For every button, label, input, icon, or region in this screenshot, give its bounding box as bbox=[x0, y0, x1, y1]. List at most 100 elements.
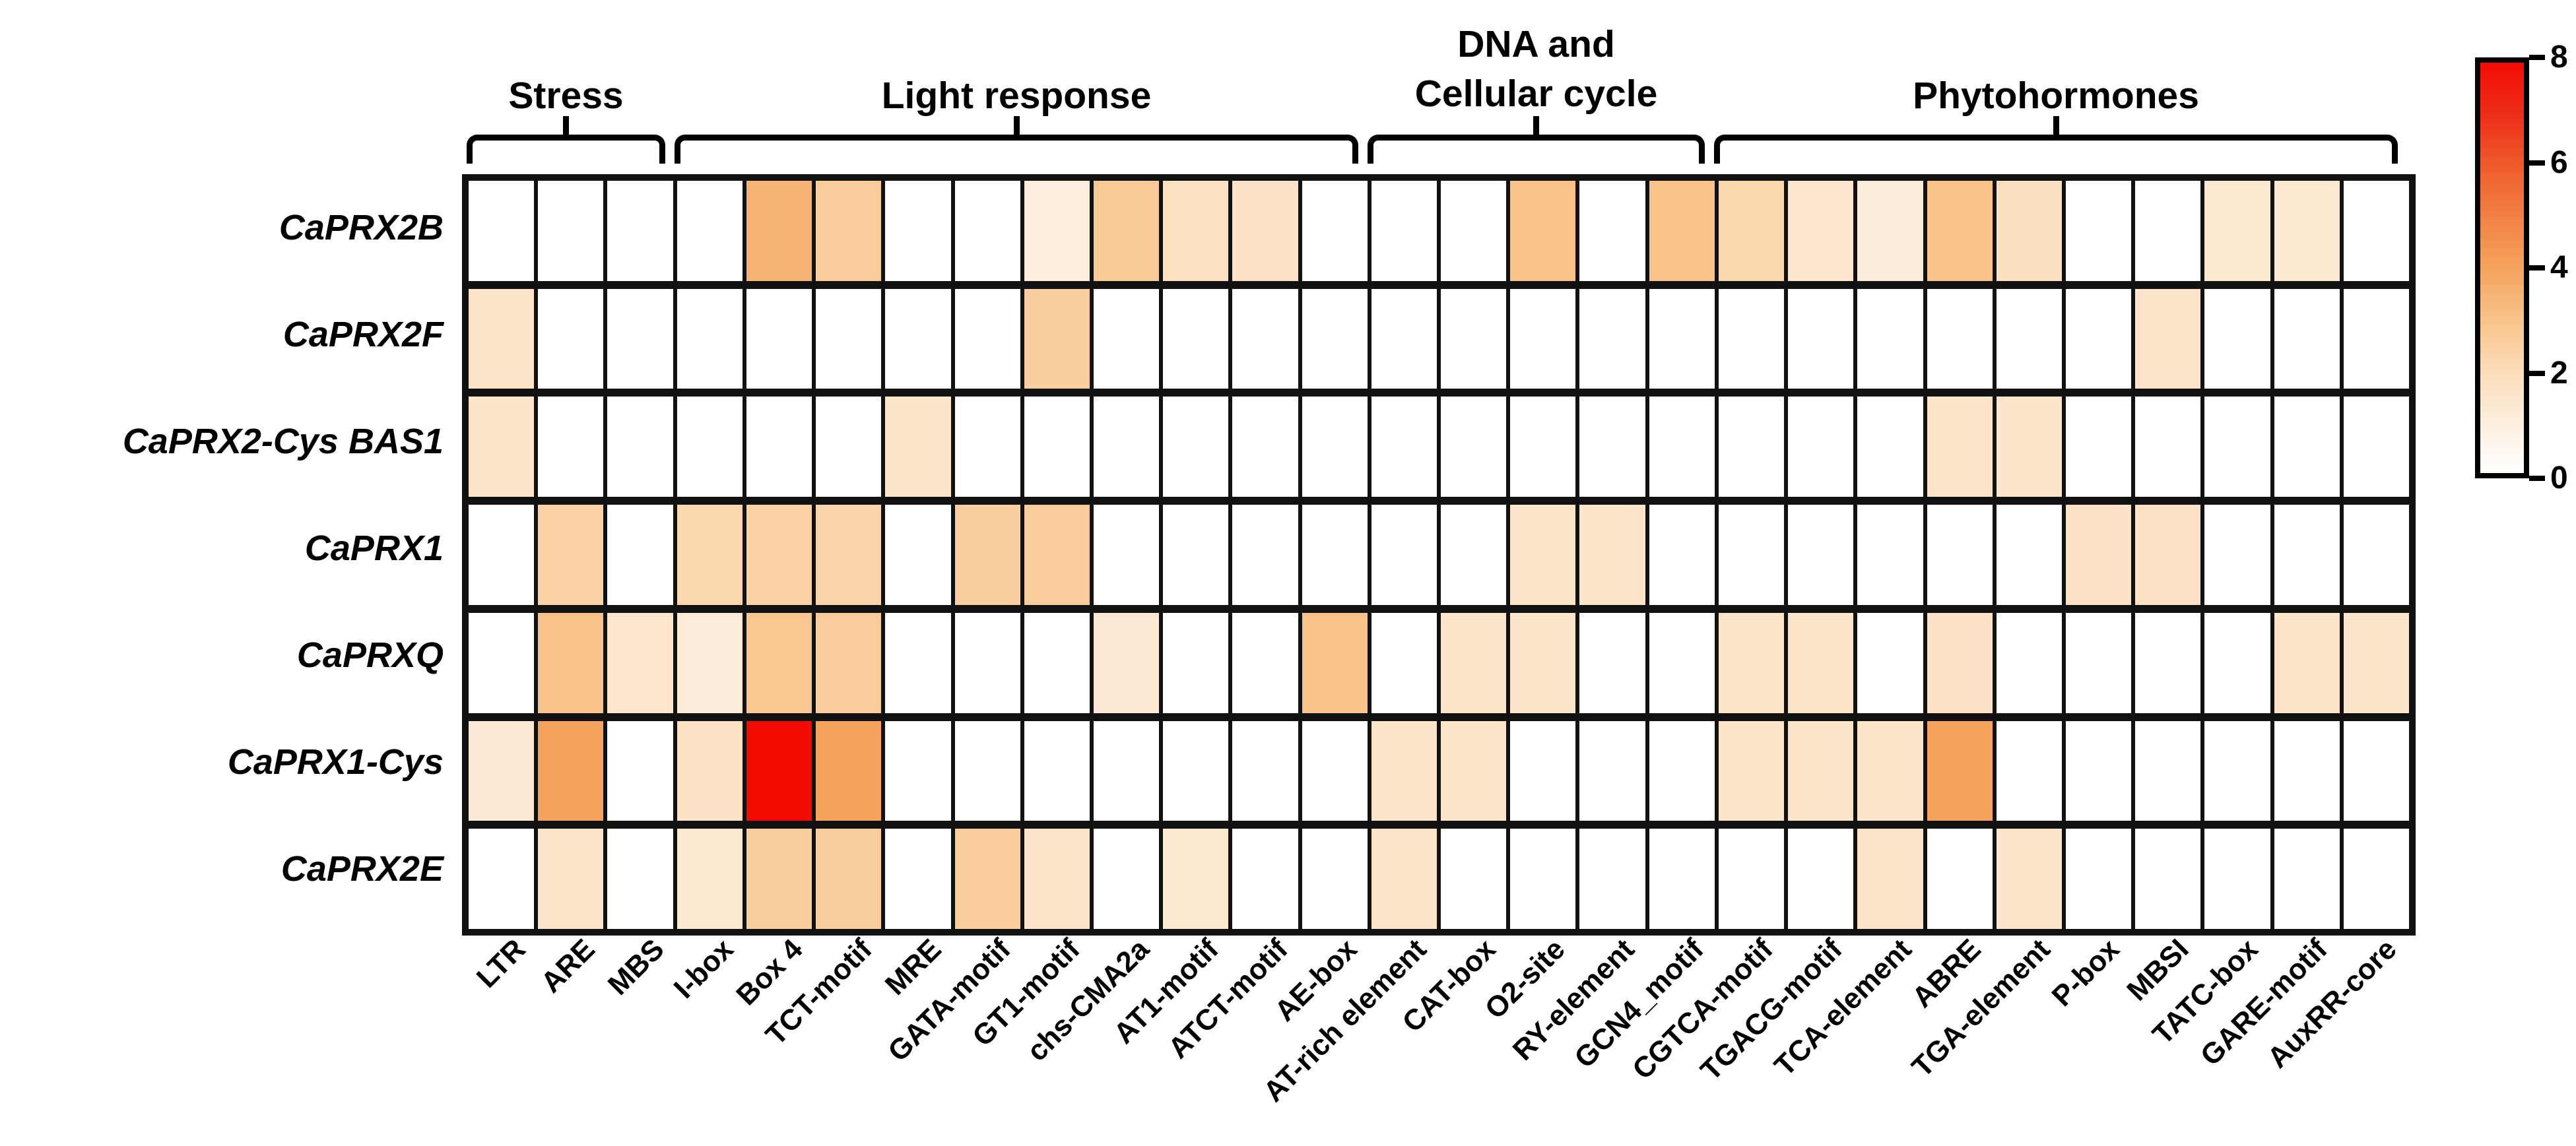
heatmap-cell bbox=[469, 720, 535, 821]
heatmap-cell bbox=[1649, 288, 1715, 389]
colorbar-tick bbox=[2529, 160, 2545, 166]
heatmap-cell bbox=[1024, 720, 1090, 821]
heatmap-cell bbox=[1163, 612, 1229, 713]
heatmap-cell bbox=[1163, 181, 1229, 281]
heatmap-cell bbox=[1788, 720, 1854, 821]
heatmap-cell bbox=[2274, 181, 2340, 281]
colorbar-tick-label: 8 bbox=[2550, 40, 2568, 75]
heatmap-cell bbox=[677, 397, 743, 497]
heatmap-cell bbox=[746, 397, 812, 497]
heatmap-cell bbox=[1579, 720, 1645, 821]
heatmap-cell bbox=[816, 612, 882, 713]
heatmap-cell bbox=[954, 612, 1020, 713]
heatmap-cell bbox=[1996, 397, 2062, 497]
heatmap-cell bbox=[1649, 181, 1715, 281]
heatmap-cell bbox=[885, 720, 951, 821]
heatmap-cell bbox=[2204, 720, 2270, 821]
heatmap-cell bbox=[2204, 397, 2270, 497]
heatmap-cell bbox=[2065, 288, 2132, 389]
heatmap-cell bbox=[1996, 181, 2062, 281]
heatmap-cell bbox=[1093, 505, 1160, 605]
heatmap-cell bbox=[1649, 397, 1715, 497]
group-bracket-tick bbox=[2053, 116, 2059, 135]
colorbar-tick-label: 6 bbox=[2550, 144, 2568, 180]
heatmap-cell bbox=[1441, 397, 1507, 497]
heatmap-cell bbox=[1788, 288, 1854, 389]
heatmap-cell bbox=[1232, 181, 1298, 281]
heatmap-cell bbox=[746, 720, 812, 821]
heatmap-cell bbox=[1718, 397, 1785, 497]
heatmap-cell bbox=[1579, 612, 1645, 713]
heatmap-cell bbox=[2343, 829, 2409, 929]
heatmap-cell bbox=[1510, 181, 1576, 281]
heatmap-cell bbox=[1927, 720, 1993, 821]
group-bracket-tick bbox=[1013, 116, 1020, 135]
heatmap-cell bbox=[1718, 288, 1785, 389]
heatmap-cell bbox=[746, 288, 812, 389]
heatmap-cell bbox=[1857, 181, 1923, 281]
heatmap-cell bbox=[1579, 181, 1645, 281]
heatmap-cell bbox=[954, 829, 1020, 929]
heatmap-cell bbox=[954, 505, 1020, 605]
heatmap-cell bbox=[1718, 720, 1785, 821]
heatmap-cell bbox=[538, 505, 604, 605]
heatmap-cell bbox=[469, 829, 535, 929]
heatmap-cell bbox=[816, 720, 882, 821]
heatmap-cell bbox=[2274, 612, 2340, 713]
heatmap-cell bbox=[1718, 612, 1785, 713]
heatmap-cell bbox=[1579, 397, 1645, 497]
heatmap-cell bbox=[1510, 505, 1576, 605]
heatmap-cell bbox=[538, 829, 604, 929]
heatmap-cell bbox=[1927, 612, 1993, 713]
heatmap-cell bbox=[607, 288, 673, 389]
heatmap-cell bbox=[1857, 505, 1923, 605]
heatmap-cell bbox=[1371, 720, 1437, 821]
heatmap-cell bbox=[2135, 505, 2201, 605]
heatmap-cell bbox=[2065, 612, 2132, 713]
group-label: DNA and Cellular cycle bbox=[1414, 23, 1658, 115]
heatmap-cell bbox=[677, 181, 743, 281]
heatmap-cell bbox=[1788, 505, 1854, 605]
heatmap-cell bbox=[1163, 829, 1229, 929]
heatmap-cell bbox=[1302, 829, 1368, 929]
heatmap-cell bbox=[1510, 288, 1576, 389]
heatmap-cell bbox=[2135, 397, 2201, 497]
colorbar-gradient bbox=[2475, 57, 2529, 478]
heatmap-cell bbox=[607, 505, 673, 605]
row-label: CaPRX1 bbox=[304, 528, 444, 568]
heatmap-cell bbox=[1024, 612, 1090, 713]
heatmap-cell bbox=[538, 720, 604, 821]
heatmap-cell bbox=[2274, 288, 2340, 389]
heatmap-cell bbox=[1024, 829, 1090, 929]
heatmap-cell bbox=[2135, 288, 2201, 389]
heatmap-cell bbox=[1927, 181, 1993, 281]
heatmap-cell bbox=[469, 612, 535, 713]
heatmap-cell bbox=[1510, 397, 1576, 497]
heatmap-cell bbox=[1718, 505, 1785, 605]
heatmap-cell bbox=[1093, 720, 1160, 821]
heatmap-cell bbox=[538, 397, 604, 497]
heatmap-cell bbox=[1024, 181, 1090, 281]
heatmap-cell bbox=[1024, 397, 1090, 497]
colorbar-tick-label: 4 bbox=[2550, 250, 2568, 285]
colorbar-tick bbox=[2529, 370, 2545, 376]
heatmap-cell bbox=[2204, 505, 2270, 605]
heatmap-cell bbox=[885, 181, 951, 281]
heatmap-cell bbox=[1093, 829, 1160, 929]
heatmap-cell bbox=[2274, 505, 2340, 605]
heatmap-cell bbox=[746, 829, 812, 929]
heatmap-cell bbox=[469, 181, 535, 281]
group-bracket-tick bbox=[1533, 116, 1539, 135]
heatmap-cell bbox=[1302, 181, 1368, 281]
heatmap-cell bbox=[677, 829, 743, 929]
heatmap-cell bbox=[1649, 720, 1715, 821]
heatmap-cell bbox=[1302, 288, 1368, 389]
heatmap-cell bbox=[1579, 829, 1645, 929]
heatmap-cell bbox=[1441, 181, 1507, 281]
heatmap-cell bbox=[1649, 505, 1715, 605]
heatmap-cell bbox=[1857, 720, 1923, 821]
heatmap-cell bbox=[746, 612, 812, 713]
heatmap-cell bbox=[1927, 505, 1993, 605]
heatmap-cell bbox=[1510, 829, 1576, 929]
heatmap-cell bbox=[1788, 829, 1854, 929]
